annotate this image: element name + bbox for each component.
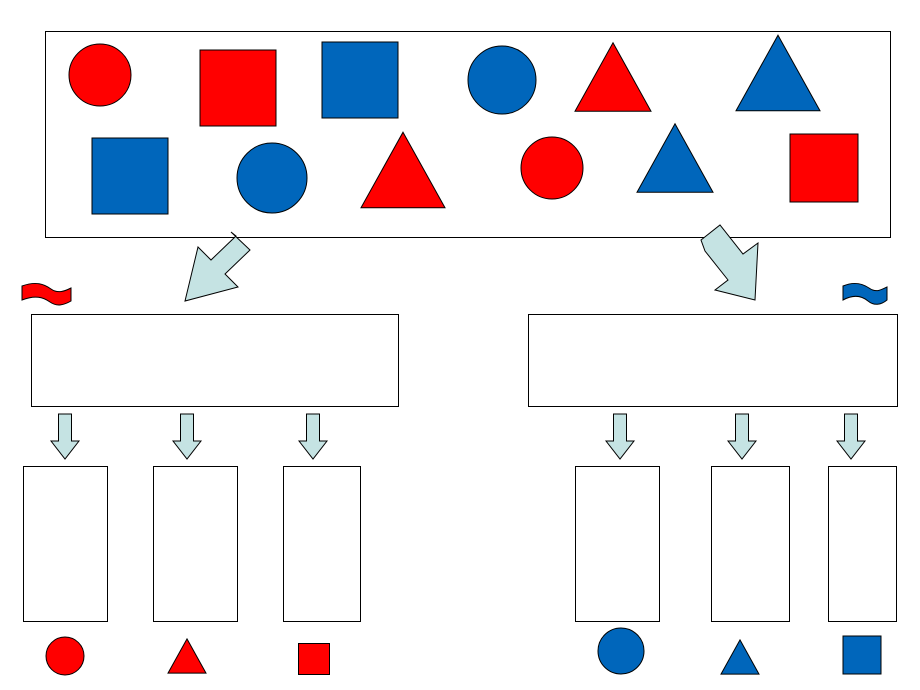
key-shapes <box>45 627 882 676</box>
red-wave-flag <box>21 282 72 306</box>
small-down-arrow <box>835 413 867 460</box>
source-shapes <box>68 34 859 215</box>
red-triangle-bucket <box>153 466 238 622</box>
blue-square-shape <box>321 41 399 119</box>
big-arrow-to-red-group <box>184 231 251 302</box>
small-down-arrows <box>49 413 867 460</box>
key-red-triangle-shape <box>167 637 207 674</box>
small-down-arrow <box>726 413 758 460</box>
key-red-square-shape <box>298 643 330 675</box>
red-triangle-shape <box>574 41 652 112</box>
key-red-circle-shape <box>45 636 85 676</box>
blue-triangle-bucket <box>711 466 790 622</box>
red-circle-shape <box>68 43 132 107</box>
blue-circle-shape <box>236 142 308 214</box>
red-triangle-shape <box>360 131 446 209</box>
red-circle-shape <box>520 136 584 200</box>
blue-circle-bucket <box>575 466 660 622</box>
key-blue-circle-shape <box>597 627 645 675</box>
blue-square-shape <box>91 137 169 215</box>
small-down-arrow <box>49 413 81 460</box>
blue-triangle-shape <box>636 122 714 193</box>
blue-wave-flag <box>842 282 888 305</box>
small-down-arrow <box>297 413 329 460</box>
red-square-shape <box>199 49 277 127</box>
big-arrow-to-blue-group <box>700 224 759 301</box>
key-blue-triangle-shape <box>720 638 760 675</box>
red-circle-bucket <box>23 466 108 622</box>
blue-square-bucket <box>828 466 897 622</box>
blue-group-box <box>528 314 898 407</box>
red-square-bucket <box>283 466 361 622</box>
blue-circle-shape <box>467 45 537 115</box>
source-shapes-box <box>45 31 891 238</box>
red-square-shape <box>789 133 859 203</box>
key-blue-square-shape <box>842 635 882 675</box>
small-down-arrow <box>604 413 636 460</box>
small-down-arrow <box>171 413 203 460</box>
red-group-box <box>31 314 399 407</box>
blue-triangle-shape <box>735 34 821 112</box>
